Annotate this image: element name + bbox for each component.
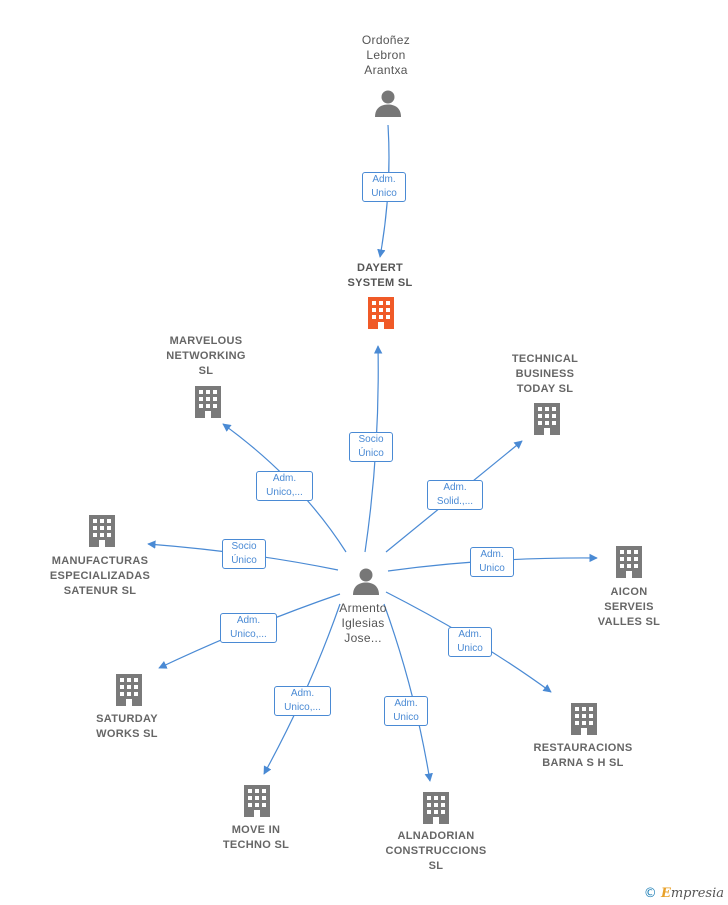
edge-label-armento-movein[interactable]: Adm. Unico,... — [274, 686, 331, 716]
building-icon[interactable] — [571, 703, 597, 735]
edge-label-armento-saturday[interactable]: Adm. Unico,... — [220, 613, 277, 643]
node-label-ordonez[interactable]: Ordoñez Lebron Arantxa — [361, 33, 411, 77]
node-label-alnadorian[interactable]: ALNADORIAN CONSTRUCCIONS SL — [385, 830, 487, 872]
person-icon[interactable] — [375, 90, 401, 118]
empresia-logo[interactable]: © Empresia — [644, 886, 724, 901]
node-label-manufacturas[interactable]: MANUFACTURAS ESPECIALIZADAS SATENUR SL — [49, 555, 151, 597]
node-label-restauraciones[interactable]: RESTAURACIONS BARNA S H SL — [533, 742, 633, 769]
brand-initial: E — [660, 886, 671, 901]
edge-label-ordonez-dayert[interactable]: Adm. Unico — [362, 172, 406, 202]
edge-label-armento-alnadorian[interactable]: Adm. Unico — [384, 696, 428, 726]
node-label-aicon[interactable]: AICON SERVEIS VALLES SL — [597, 586, 661, 628]
edge-label-armento-dayert[interactable]: Socio Único — [349, 432, 393, 462]
building-icon[interactable] — [195, 386, 221, 418]
building-icon[interactable] — [368, 297, 394, 329]
edge-label-armento-manufacturas[interactable]: Socio Único — [222, 539, 266, 569]
node-label-movein[interactable]: MOVE IN TECHNO SL — [222, 824, 290, 851]
person-icon[interactable] — [353, 568, 379, 596]
node-label-saturday[interactable]: SATURDAY WORKS SL — [96, 713, 158, 740]
edge-label-armento-restauraciones[interactable]: Adm. Unico — [448, 627, 492, 657]
edge-label-armento-technical[interactable]: Adm. Solid.,... — [427, 480, 483, 510]
building-icon[interactable] — [116, 674, 142, 706]
copyright-symbol: © — [643, 886, 657, 901]
node-label-technical[interactable]: TECHNICAL BUSINESS TODAY SL — [511, 353, 579, 395]
edge-armento-alnadorian — [383, 603, 433, 782]
brand-name: mpresia — [670, 886, 724, 901]
building-icon[interactable] — [616, 546, 642, 578]
building-icon[interactable] — [534, 403, 560, 435]
edge-label-armento-aicon[interactable]: Adm. Unico — [470, 547, 514, 577]
node-label-marvelous[interactable]: MARVELOUS NETWORKING SL — [166, 335, 246, 377]
building-icon[interactable] — [89, 515, 115, 547]
node-label-armento[interactable]: Armento Iglesias Jose... — [339, 601, 387, 645]
building-icon[interactable] — [244, 785, 270, 817]
building-icon[interactable] — [423, 792, 449, 824]
edge-label-armento-marvelous[interactable]: Adm. Unico,... — [256, 471, 313, 501]
node-label-dayert[interactable]: DAYERT SYSTEM SL — [347, 262, 413, 289]
